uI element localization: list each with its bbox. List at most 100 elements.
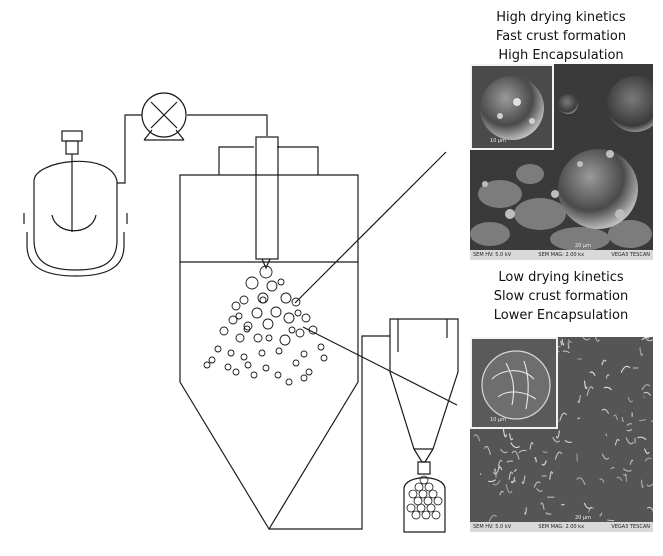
wrinkle [492, 480, 501, 486]
wrinkle [601, 453, 610, 460]
cyclone-separator-icon [389, 318, 459, 463]
wrinkle [639, 418, 647, 422]
wrinkle [621, 417, 624, 423]
sem-brand-label: VEGA3 TESCAN [611, 252, 650, 258]
main-scale-label: 20 µm [574, 243, 591, 249]
wrinkle [487, 479, 497, 483]
wrinkle [626, 423, 633, 426]
caption-line: Fast crust formation [495, 29, 627, 44]
wrinkle [651, 420, 653, 422]
wrinkle [640, 479, 644, 488]
wrinkle [559, 340, 563, 346]
droplet [279, 334, 291, 346]
droplet [300, 374, 308, 382]
droplet [251, 307, 263, 319]
wrinkle [500, 448, 508, 454]
wrinkle [561, 503, 565, 506]
sem-inset-low: 10 µm [470, 337, 558, 429]
powder-particle [418, 489, 428, 499]
wrinkle [620, 365, 631, 373]
wrinkle [518, 449, 527, 454]
wrinkle [577, 417, 581, 420]
wrinkle [587, 507, 595, 513]
droplet [253, 333, 263, 343]
droplet [219, 326, 229, 336]
wrinkle [473, 434, 481, 442]
wrinkle [536, 488, 543, 492]
wrinkle [582, 337, 591, 341]
wrinkle [644, 337, 653, 342]
droplet [258, 349, 266, 357]
wrinkle [614, 438, 620, 446]
wrinkle [508, 433, 514, 441]
wrinkle [508, 471, 514, 480]
wrinkle [534, 457, 537, 463]
droplet [203, 361, 211, 369]
droplet [280, 292, 292, 304]
powder-particles [406, 475, 443, 520]
wrinkle [542, 450, 548, 453]
wrinkle [643, 391, 652, 396]
droplet [266, 280, 278, 292]
wrinkle [497, 459, 503, 467]
wrinkle [603, 386, 612, 391]
droplet [275, 347, 283, 355]
droplet [295, 328, 305, 338]
droplet [257, 292, 269, 304]
droplet [235, 333, 245, 343]
wrinkle [583, 380, 588, 390]
droplet [270, 306, 282, 318]
droplet [301, 313, 311, 323]
wrinkle [499, 490, 504, 496]
powder-particle [426, 503, 436, 513]
atomizer-nozzle-icon [255, 136, 279, 270]
droplet [245, 276, 259, 290]
drying-chamber-icon [179, 146, 359, 531]
sem-inset-high: 10 µm [470, 64, 554, 150]
wrinkle [479, 473, 482, 476]
caption-line: Slow crust formation [493, 289, 629, 304]
wrinkle [502, 427, 508, 438]
powder-particle [414, 482, 424, 492]
powder-particle [411, 510, 421, 520]
wrinkle [605, 374, 610, 379]
caption-line: High drying kinetics [496, 10, 626, 25]
wrinkle [646, 506, 653, 512]
wrinkle [599, 512, 603, 517]
wrinkle [562, 350, 570, 354]
wrinkle [625, 437, 635, 445]
wrinkle [601, 408, 610, 414]
wrinkle [623, 468, 632, 472]
wrinkle [567, 341, 570, 349]
wrinkle [529, 442, 534, 450]
droplet [235, 312, 243, 320]
wrinkle [605, 433, 608, 437]
feed-tank-icon [23, 130, 128, 277]
wrinkle [506, 460, 514, 463]
wrinkle [564, 439, 573, 443]
droplet [265, 334, 273, 342]
wrinkle [626, 428, 633, 432]
wrinkle [552, 436, 561, 443]
droplet [288, 326, 296, 334]
powder-particle [433, 496, 443, 506]
droplet [214, 345, 222, 353]
caption-line: High Encapsulation [498, 48, 624, 63]
wrinkle [521, 475, 526, 484]
sem-info-bar: SEM HV: 5.0 kV SEM MAG: 2.00 kx VEGA3 TE… [470, 250, 653, 260]
droplet [243, 325, 251, 333]
powder-particle [428, 489, 438, 499]
wrinkle [493, 468, 497, 478]
wrinkle [510, 442, 520, 449]
wrinkle [589, 371, 596, 377]
wrinkle [561, 339, 565, 346]
wrinkle [644, 457, 652, 462]
droplet [291, 297, 301, 307]
droplet [292, 359, 300, 367]
wrinkle [613, 414, 619, 421]
wrinkle [644, 448, 650, 454]
droplet [283, 312, 295, 324]
sem-mag-label: SEM MAG: 2.00 kx [538, 252, 585, 258]
droplet [239, 295, 249, 305]
